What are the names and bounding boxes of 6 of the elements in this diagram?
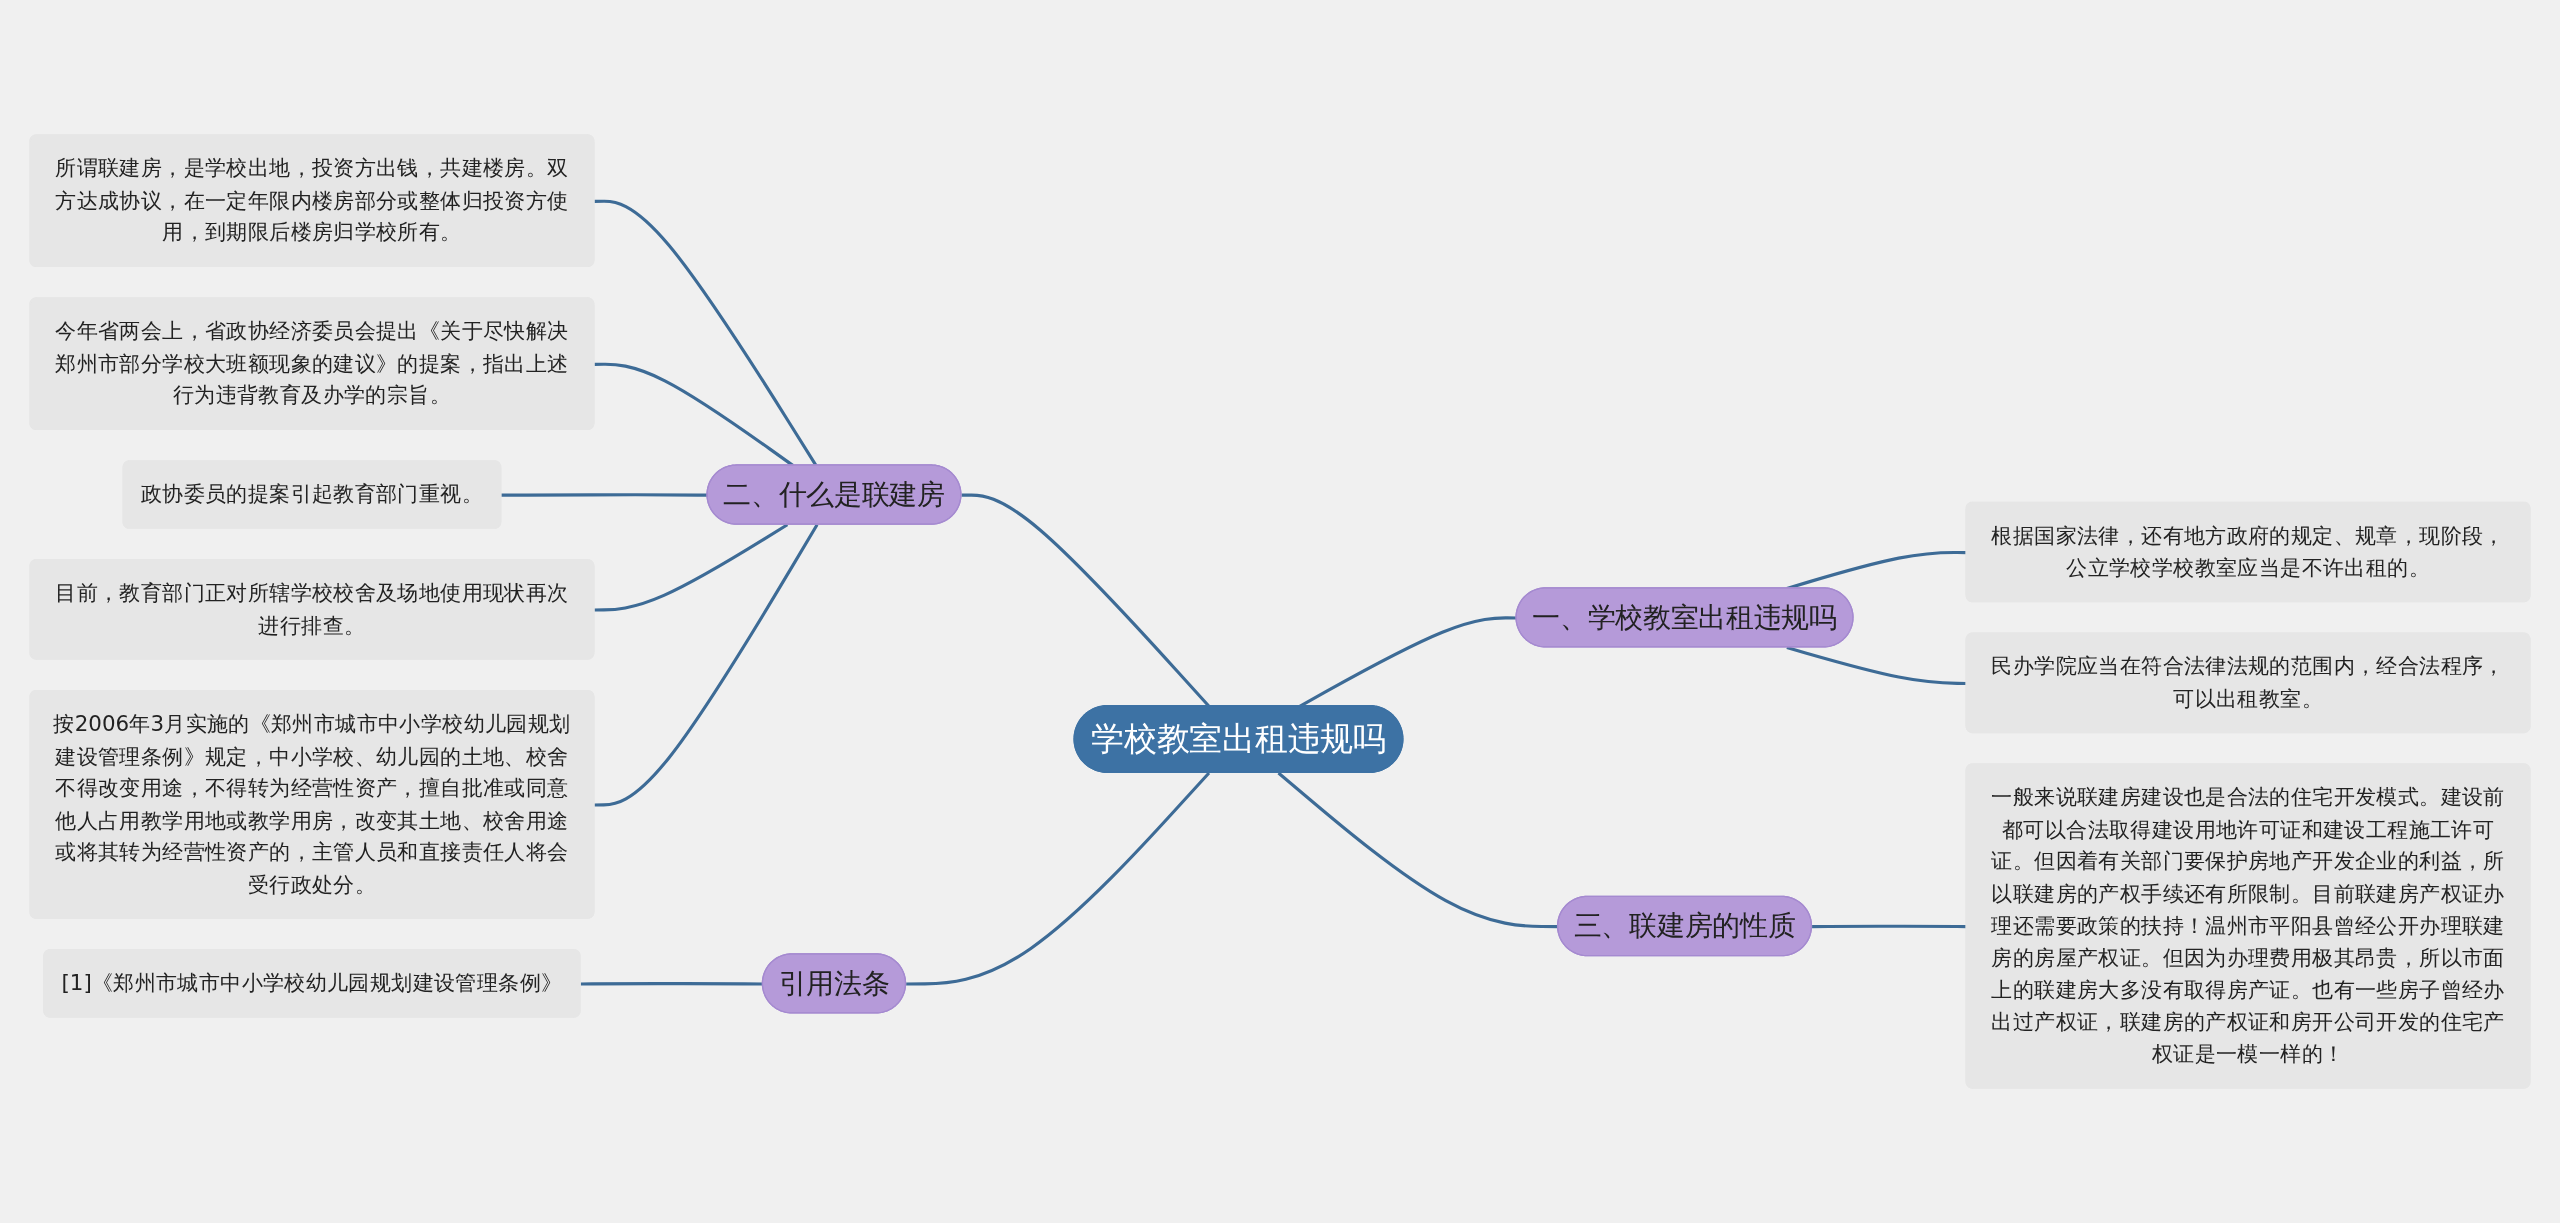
connector <box>1786 646 1967 686</box>
connector <box>594 523 789 612</box>
connector <box>501 493 708 497</box>
connector <box>1812 924 1967 929</box>
connector <box>594 523 819 807</box>
connector <box>906 771 1211 986</box>
